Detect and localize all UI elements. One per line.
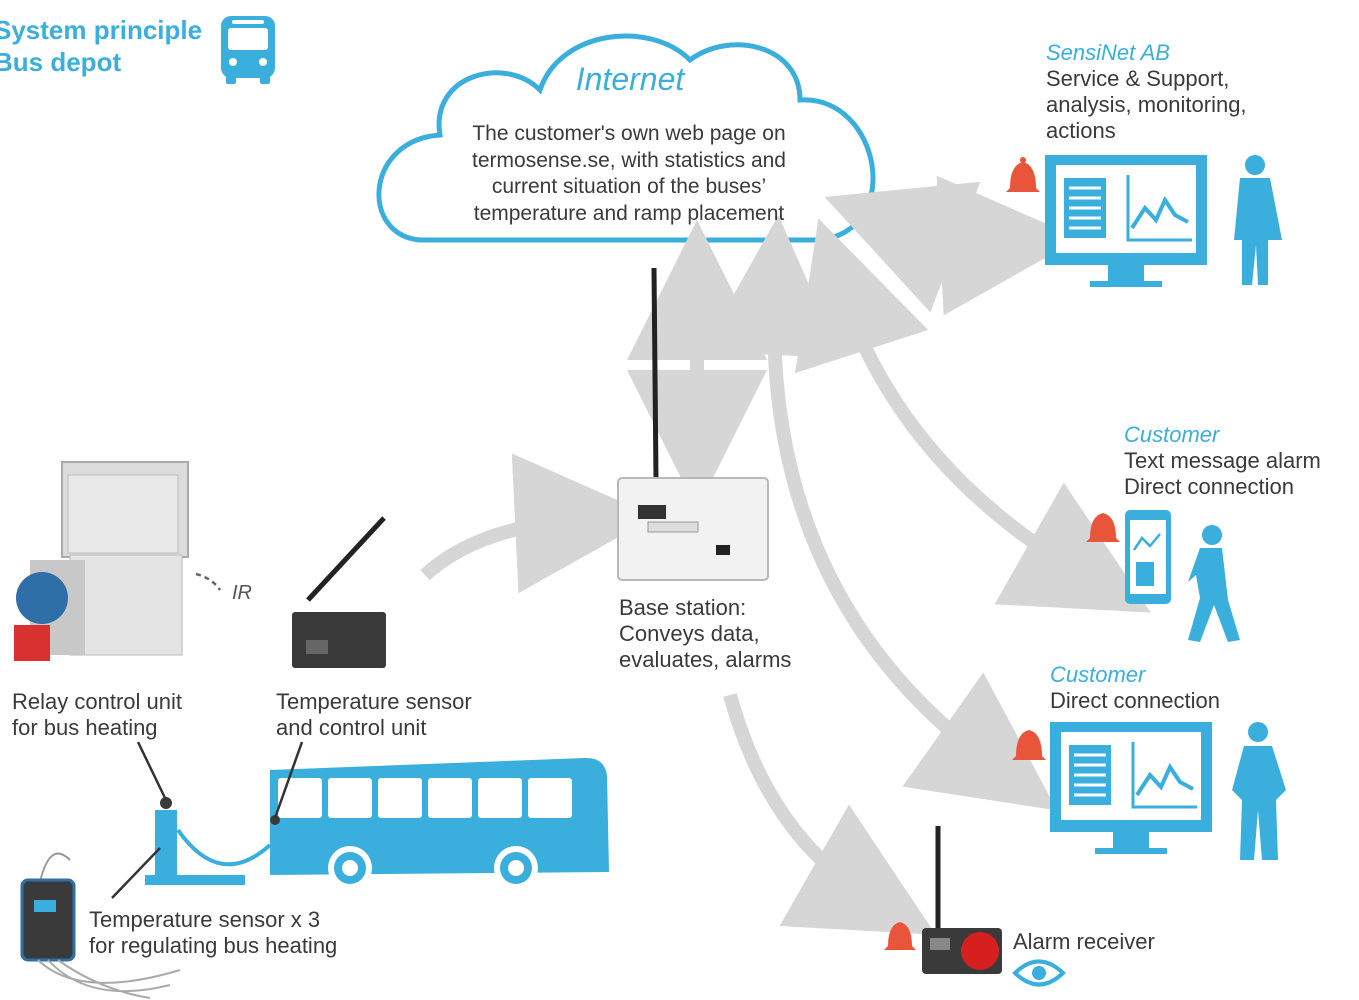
base-station-label: Base station: Conveys data, evaluates, a…: [619, 595, 791, 673]
page-title: System principle: [0, 15, 203, 45]
sensinet-name: SensiNet AB: [1046, 40, 1170, 65]
page-subtitle: Bus depot: [0, 47, 122, 77]
sensinet-label: SensiNet AB Service & Support, analysis,…: [1046, 40, 1247, 144]
arrow-cloud-customer-direct: [701, 215, 1058, 811]
bus-icon: [221, 16, 275, 84]
phone-icon: [1125, 510, 1171, 604]
cloud-body-line: current situation of the buses’: [491, 175, 767, 198]
base-station-line: Base station:: [619, 595, 747, 620]
sensinet-line: analysis, monitoring,: [1046, 92, 1247, 117]
base-station-line: evaluates, alarms: [619, 647, 792, 672]
cloud-body-line: termosense.se, with statistics and: [472, 148, 786, 172]
arrow-cloud-customer-sms: [795, 218, 1151, 613]
cloud-body-line: temperature and ramp placement: [473, 201, 785, 225]
relay-line: for bus heating: [12, 715, 158, 740]
customer-sms-label: Customer Text message alarm Direct conne…: [1124, 422, 1321, 500]
arrow-base-alarm: [723, 693, 936, 935]
base-station-line: Conveys data,: [619, 621, 760, 646]
cloud-title: Internet: [575, 61, 685, 97]
person-icon: [1234, 155, 1282, 285]
arrow-cloud-sensinet: [824, 175, 1080, 316]
bus-illustration: [145, 757, 609, 890]
arrow-sensor-base: [420, 453, 655, 594]
customer-direct-label: Customer Direct connection: [1050, 662, 1220, 714]
base-station-device: [617, 267, 769, 581]
ir-signal: [195, 572, 222, 591]
label-pointers: [111, 741, 304, 899]
customer-sms-line: Text message alarm: [1124, 448, 1321, 473]
alarm-receiver-label: Alarm receiver: [1013, 929, 1155, 954]
data-flow-arrows: [420, 175, 1151, 935]
relay-label: Relay control unit for bus heating: [12, 689, 182, 741]
bell-icon: [1086, 513, 1120, 542]
temp-control-line: and control unit: [276, 715, 427, 740]
bell-icon: [1012, 730, 1046, 760]
customer-sms-name: Customer: [1124, 422, 1220, 447]
relay-control-unit: [14, 461, 189, 661]
customer-sms-line: Direct connection: [1124, 474, 1294, 499]
monitor-icon: [1045, 155, 1207, 287]
bell-icon: [884, 922, 916, 950]
bell-icon: [1006, 157, 1040, 192]
relay-line: Relay control unit: [12, 689, 182, 714]
ir-label: IR: [232, 582, 252, 604]
customer-direct-line: Direct connection: [1050, 688, 1220, 713]
sensinet-line: Service & Support,: [1046, 66, 1230, 91]
internet-cloud: [376, 33, 876, 243]
cloud-body: The customer's own web page on termosens…: [429, 121, 829, 227]
temp-sensor-line: for regulating bus heating: [89, 933, 338, 958]
monitor-icon: [1050, 722, 1212, 854]
temp-sensor-line: Temperature sensor x 3: [89, 907, 321, 932]
temp-control-line: Temperature sensor: [276, 689, 472, 714]
temperature-sensor-device: [20, 852, 181, 999]
temp-control-label: Temperature sensor and control unit: [276, 689, 472, 741]
customer-direct-name: Customer: [1050, 662, 1146, 687]
eye-icon: [1012, 959, 1066, 987]
person-icon: [1232, 722, 1286, 860]
temp-sensor-label: Temperature sensor x 3 for regulating bu…: [89, 907, 337, 959]
alarm-receiver-device: [922, 826, 1002, 974]
person-icon: [1188, 525, 1240, 642]
sensinet-line: actions: [1046, 118, 1116, 143]
cloud-body-line: The customer's own web page on: [472, 122, 786, 145]
temperature-control-unit: [292, 516, 386, 668]
